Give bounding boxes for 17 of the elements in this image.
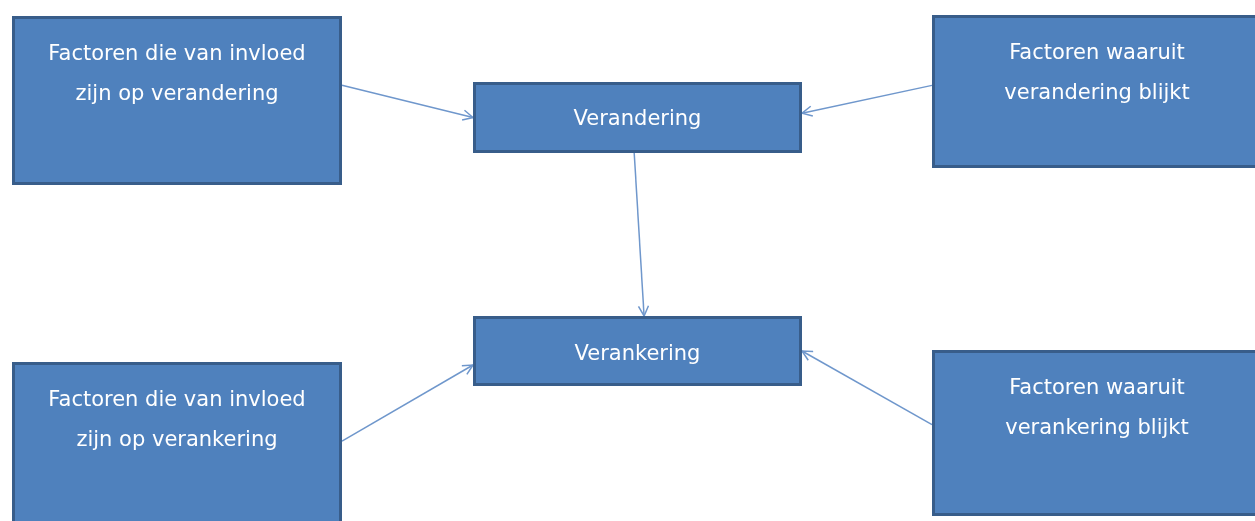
process-box [932,350,1255,516]
box-label: Factoren waaruit verandering blijkt [1003,39,1191,106]
process-box [932,15,1255,168]
process-box [473,316,802,386]
arrow [341,364,474,442]
process-box [12,16,342,185]
box-label: Factoren waaruit verankering blijkt [1004,374,1190,441]
process-box [473,82,802,153]
arrow [801,84,933,117]
box-label: Verandering [573,104,702,132]
box-label: Factoren die van invloed zijn op verankering [47,386,307,453]
box-label: Verankering [574,340,701,367]
arrow [341,84,474,121]
arrow [801,350,933,426]
box-label: Factoren die van invloed zijn op verandering [47,40,307,107]
process-box [12,362,342,521]
arrow [633,152,650,317]
